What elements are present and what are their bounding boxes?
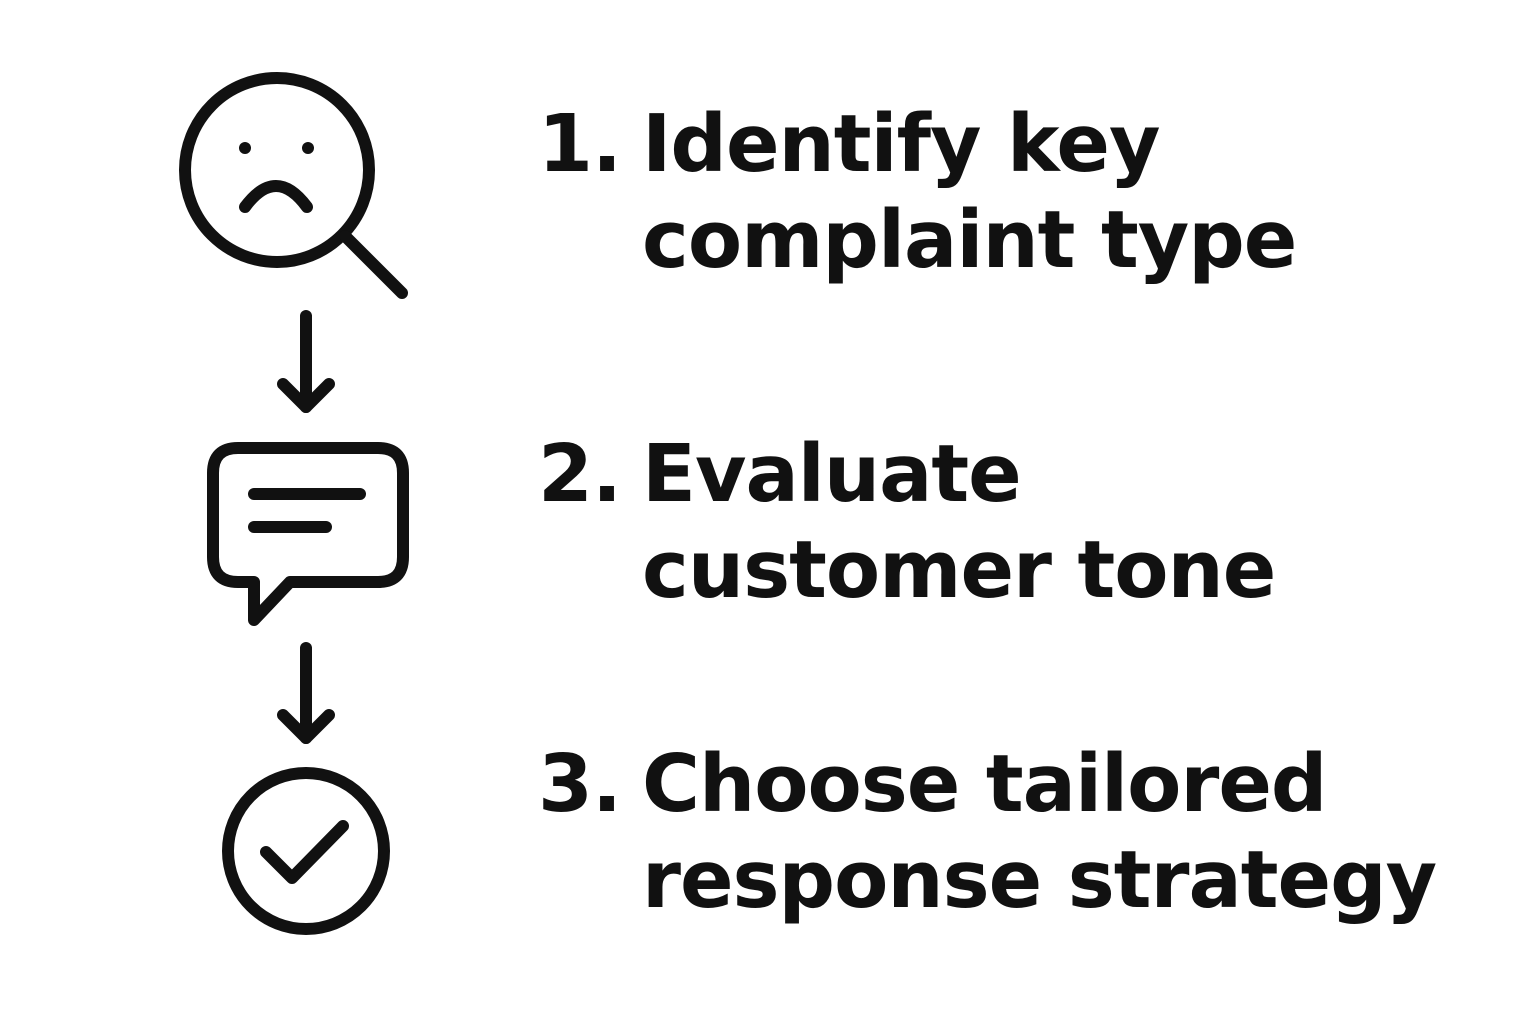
step-2-label-line-2: customer tone (642, 524, 1276, 616)
step-3-label: Choose tailored response strategy (642, 736, 1437, 928)
step-2-number: 2. (538, 428, 622, 520)
step-3-label-line-2: response strategy (642, 834, 1437, 926)
step-1-label: Identify key complaint type (642, 96, 1297, 288)
step-2-label-line-1: Evaluate (642, 428, 1022, 520)
check-circle-icon (222, 767, 390, 935)
down-arrow-icon (277, 642, 335, 744)
step-2-label: Evaluate customer tone (642, 426, 1276, 618)
step-3-label-line-1: Choose tailored (642, 738, 1327, 830)
sad-face-magnifier-icon (179, 72, 408, 299)
step-1-label-line-2: complaint type (642, 194, 1297, 286)
step-3-number: 3. (538, 738, 622, 830)
step-1-label-line-1: Identify key (642, 98, 1160, 190)
chat-bubble-icon (207, 442, 409, 626)
down-arrow-icon (277, 310, 335, 413)
step-1-number: 1. (538, 98, 622, 190)
